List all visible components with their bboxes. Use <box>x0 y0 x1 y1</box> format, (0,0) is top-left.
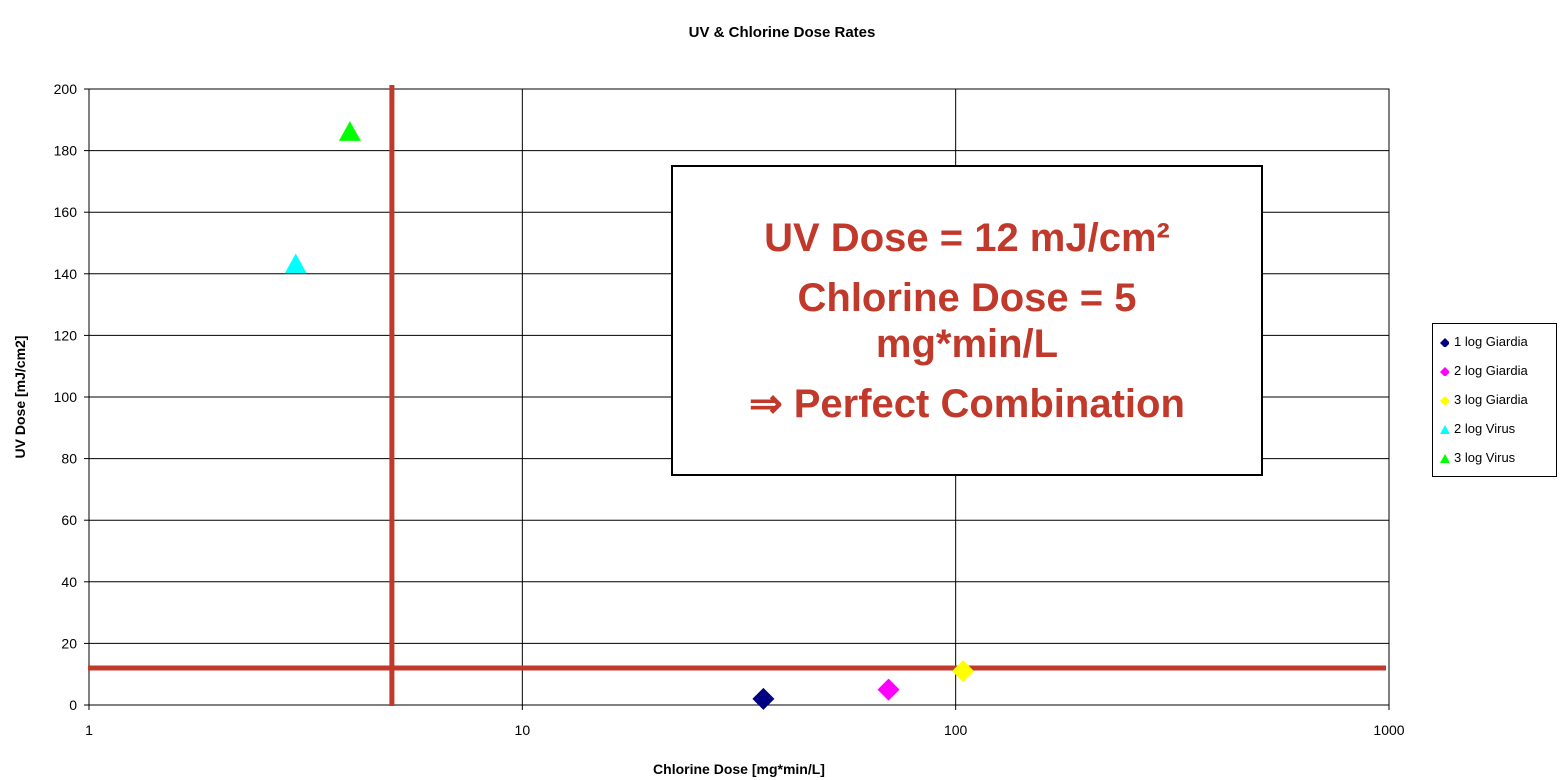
annotation-chlorine-dose-line2: mg*min/L <box>875 321 1059 366</box>
y-tick-label: 20 <box>61 635 77 651</box>
diamond-marker-icon <box>1440 337 1449 347</box>
annotation-chlorine-dose: Chlorine Dose = 5 mg*min/L <box>798 275 1137 367</box>
chart-title: UV & Chlorine Dose Rates <box>689 24 876 41</box>
legend-label: 1 log Giardia <box>1454 334 1528 349</box>
y-tick-label: 80 <box>61 451 77 467</box>
y-tick-label: 140 <box>54 266 78 282</box>
data-point-2-log-virus <box>284 253 307 274</box>
annotation-uv-dose: UV Dose = 12 mJ/cm² <box>764 215 1170 260</box>
diamond-marker-icon <box>1440 366 1449 376</box>
legend-item-2-log-giardia: 2 log Giardia <box>1439 356 1556 385</box>
x-tick-label: 10 <box>515 722 531 738</box>
diamond-marker-icon <box>1440 395 1449 405</box>
y-tick-label: 120 <box>54 327 78 343</box>
legend-item-2-log-virus: 2 log Virus <box>1439 414 1556 443</box>
annotation-chlorine-dose-line1: Chlorine Dose = 5 <box>797 275 1137 320</box>
annotation-conclusion: ⇒ Perfect Combination <box>749 381 1185 426</box>
y-tick-label: 200 <box>54 81 78 97</box>
annotation-box: UV Dose = 12 mJ/cm² Chlorine Dose = 5 mg… <box>671 165 1263 476</box>
y-tick-label: 100 <box>54 389 78 405</box>
triangle-marker-icon <box>1440 453 1449 463</box>
x-tick-label: 100 <box>944 722 968 738</box>
data-point-1-log-giardia <box>752 687 775 710</box>
y-tick-label: 160 <box>54 204 78 220</box>
data-points <box>284 121 975 710</box>
data-point-2-log-giardia <box>877 678 900 701</box>
legend-marker <box>1440 395 1449 405</box>
legend: 1 log Giardia 2 log Giardia 3 log Giardia 2… <box>1432 323 1557 477</box>
y-axis-title: UV Dose [mJ/cm2] <box>12 336 28 459</box>
y-tick-label: 0 <box>69 697 77 713</box>
y-tick-label: 180 <box>54 143 78 159</box>
legend-marker <box>1440 337 1449 347</box>
legend-marker <box>1440 424 1449 434</box>
x-axis-title: Chlorine Dose [mg*min/L] <box>653 761 825 777</box>
data-point-3-log-giardia <box>952 660 975 683</box>
reference-lines <box>88 85 1386 706</box>
legend-label: 3 log Virus <box>1454 450 1516 465</box>
data-point-3-log-virus <box>338 121 361 141</box>
x-tick-label: 1000 <box>1373 722 1404 738</box>
legend-item-3-log-giardia: 3 log Giardia <box>1439 385 1556 414</box>
y-tick-label: 60 <box>61 512 77 528</box>
legend-label: 2 log Virus <box>1454 421 1516 436</box>
y-tick-label: 40 <box>61 574 77 590</box>
triangle-marker-icon <box>1440 424 1449 434</box>
tick-labels: 0 20 40 60 80 100 120 140 160 180 200 1 10 100 1000 <box>54 81 1405 738</box>
legend-marker <box>1440 366 1449 376</box>
legend-label: 2 log Giardia <box>1454 363 1528 378</box>
legend-marker <box>1440 453 1449 463</box>
legend-item-3-log-virus: 3 log Virus <box>1439 443 1556 472</box>
legend-label: 3 log Giardia <box>1454 392 1528 407</box>
x-tick-label: 1 <box>85 722 93 738</box>
legend-item-1-log-giardia: 1 log Giardia <box>1439 327 1556 356</box>
